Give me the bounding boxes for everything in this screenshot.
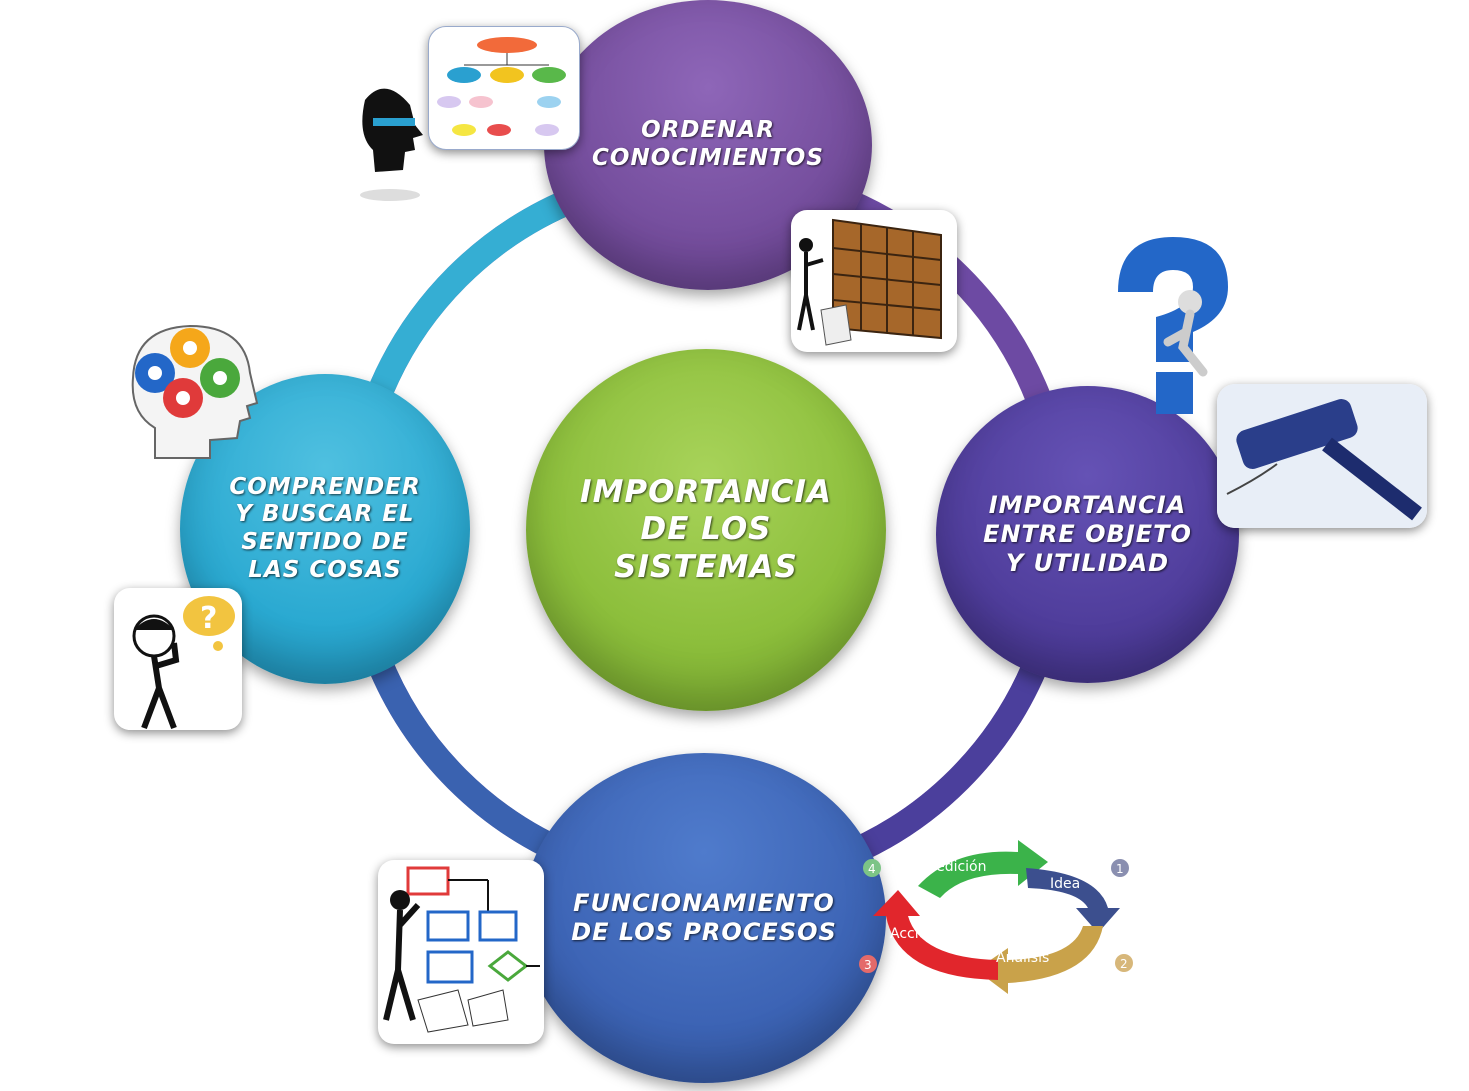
cycle-step-analisis: Análisis [996, 950, 1049, 966]
cycle-step-medicion: Medición [924, 859, 987, 875]
node-bottom-label: FUNCIONAMIENTO DE LOS PROCESOS [571, 889, 837, 946]
node-ordenar-conocimientos[interactable]: ORDENAR CONOCIMIENTOS [544, 0, 872, 290]
center-node[interactable]: IMPORTANCIA DE LOS SISTEMAS [526, 349, 886, 711]
cycle-number-2: 2 [1120, 957, 1128, 971]
cycle-number-3: 3 [864, 958, 872, 972]
node-right-label: IMPORTANCIA ENTRE OBJETO Y UTILIDAD [983, 491, 1192, 577]
cycle-step-idea: Idea [1050, 876, 1080, 892]
svg-text:?: ? [200, 601, 217, 636]
brain-gears-icon [125, 318, 260, 468]
thinking-head-icon [355, 80, 425, 210]
org-chart-bubble-icon [428, 26, 580, 150]
center-label: IMPORTANCIA DE LOS SISTEMAS [580, 474, 832, 585]
node-left-label: COMPRENDER Y BUSCAR EL SENTIDO DE LAS CO… [229, 473, 421, 583]
confused-person-icon: ? [114, 588, 242, 730]
node-funcionamiento-procesos[interactable]: FUNCIONAMIENTO DE LOS PROCESOS [522, 753, 886, 1083]
question-mark-figure-icon [1108, 232, 1238, 422]
cycle-step-accion: Acción [890, 926, 936, 942]
cycle-number-1: 1 [1116, 862, 1124, 876]
process-cycle-icon: Medición Idea Análisis Acción 1 2 3 4 [858, 838, 1138, 994]
node-top-label: ORDENAR CONOCIMIENTOS [592, 117, 824, 171]
flowchart-person-icon [378, 860, 544, 1044]
filing-shelf-icon [791, 210, 957, 352]
hammer-icon [1217, 384, 1427, 528]
cycle-number-4: 4 [868, 862, 876, 876]
node-importancia-objeto-utilidad[interactable]: IMPORTANCIA ENTRE OBJETO Y UTILIDAD [936, 386, 1239, 683]
